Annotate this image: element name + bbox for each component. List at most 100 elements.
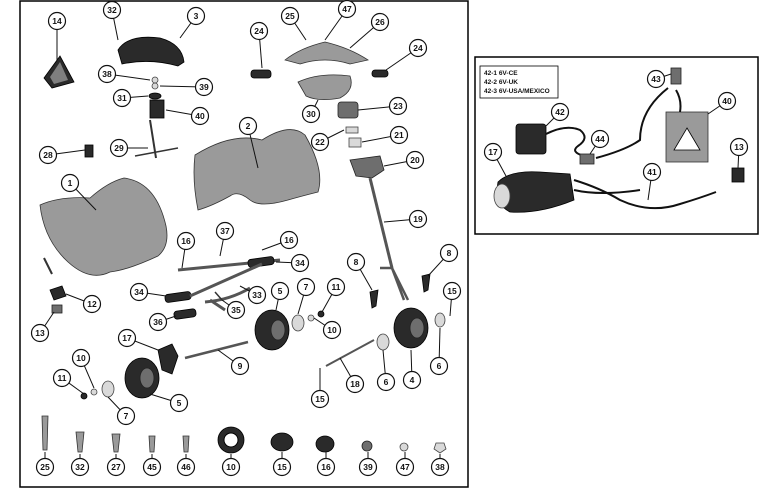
part-body-front <box>39 177 168 276</box>
callout-c9: 9 <box>217 349 250 376</box>
part-grip-right <box>371 69 389 78</box>
callout-b32: 32 <box>70 454 90 477</box>
callout-number: 15 <box>277 462 287 472</box>
callout-circle <box>82 294 102 314</box>
part-steering-bushing <box>348 137 362 148</box>
callout-c15b: 15 <box>310 368 330 409</box>
hw-cap-15 <box>270 432 294 452</box>
callout-c25: 25 <box>280 6 307 41</box>
callout-circle <box>102 0 122 20</box>
part-rear-axle <box>184 340 249 360</box>
inset-switch-13 <box>731 167 745 183</box>
callout-number: 30 <box>306 109 316 119</box>
callout-number: 8 <box>354 257 359 267</box>
callout-b27: 27 <box>106 454 126 477</box>
callout-number: 42 <box>555 107 565 117</box>
part-foot-peg <box>173 308 197 320</box>
hw-washer-39 <box>361 440 373 452</box>
callout-circle <box>642 162 662 182</box>
callout-circle <box>97 64 117 84</box>
part-small-washer <box>151 76 159 84</box>
callout-circle <box>142 457 162 477</box>
callout-number: 40 <box>722 96 732 106</box>
callout-c5a: 5 <box>270 281 290 311</box>
callout-c28: 28 <box>38 145 86 165</box>
callout-number: 45 <box>147 462 157 472</box>
part-steering-collar <box>337 101 359 119</box>
callout-circle <box>230 356 250 376</box>
callout-c7a: 7 <box>296 277 316 315</box>
callout-circle <box>148 312 168 332</box>
callout-b10: 10 <box>221 454 241 477</box>
callout-c4: 4 <box>402 349 422 390</box>
callout-b25: 25 <box>35 452 55 477</box>
hw-nut-38 <box>433 442 447 454</box>
callout-b15: 15 <box>272 452 292 477</box>
callout-i17: 17 <box>483 142 507 177</box>
callout-number: 15 <box>447 286 457 296</box>
callout-circle <box>550 102 570 122</box>
callout-circle <box>71 348 91 368</box>
callout-circle <box>194 77 214 97</box>
callout-circle <box>279 230 299 250</box>
main-frame <box>19 0 469 488</box>
callout-circle <box>221 457 241 477</box>
callout-number: 11 <box>58 373 67 383</box>
callout-c15a: 15 <box>442 281 462 317</box>
callout-c37: 37 <box>215 221 235 257</box>
callout-c47: 47 <box>324 0 357 41</box>
hw-screw-46 <box>182 435 190 453</box>
callout-b39: 39 <box>358 452 378 477</box>
callout-c39: 39 <box>159 77 214 97</box>
part-fork-head <box>349 155 385 179</box>
callout-circle <box>129 282 149 302</box>
callout-circle <box>646 69 666 89</box>
callout-number: 5 <box>177 398 182 408</box>
callout-number: 7 <box>124 411 129 421</box>
callout-number: 22 <box>315 137 325 147</box>
callout-b16: 16 <box>316 452 336 477</box>
callout-c7b: 7 <box>107 396 136 426</box>
callout-circle <box>280 6 300 26</box>
part-clip <box>49 285 67 301</box>
callout-c40: 40 <box>165 106 210 126</box>
part-axle-grip-left <box>164 291 192 303</box>
callout-number: 32 <box>107 5 117 15</box>
callout-number: 34 <box>295 258 305 268</box>
callout-c16a: 16 <box>176 231 196 269</box>
callout-circle <box>186 6 206 26</box>
callout-number: 14 <box>52 16 62 26</box>
callout-number: 17 <box>122 333 132 343</box>
callout-number: 25 <box>40 462 50 472</box>
part-rear-wheel-right <box>254 309 290 351</box>
callout-c24b: 24 <box>385 38 428 71</box>
part-front-wheel <box>393 307 429 349</box>
callout-number: 10 <box>327 325 337 335</box>
hw-screw-32 <box>75 431 85 453</box>
callout-circle <box>35 457 55 477</box>
callout-number: 10 <box>76 353 86 363</box>
callout-c2: 2 <box>238 116 259 169</box>
callout-c36: 36 <box>148 312 177 332</box>
callout-circle <box>337 0 357 19</box>
callout-circle <box>301 104 321 124</box>
callout-circle <box>52 368 72 388</box>
callout-c16b: 16 <box>261 230 299 251</box>
callout-number: 12 <box>87 299 97 309</box>
callout-circle <box>442 281 462 301</box>
callout-number: 26 <box>375 17 385 27</box>
callout-circle <box>70 457 90 477</box>
callout-circle <box>47 11 67 31</box>
part-body-rear <box>193 129 321 211</box>
part-caster-right <box>421 273 431 293</box>
callout-c38: 38 <box>97 64 151 84</box>
callout-number: 16 <box>181 236 191 246</box>
callout-circle <box>116 406 136 426</box>
callout-number: 24 <box>254 26 264 36</box>
part-washer-left <box>90 388 98 396</box>
callout-number: 46 <box>181 462 191 472</box>
callout-c10b: 10 <box>71 348 95 389</box>
callout-c18: 18 <box>339 357 365 394</box>
callout-circle <box>296 277 316 297</box>
